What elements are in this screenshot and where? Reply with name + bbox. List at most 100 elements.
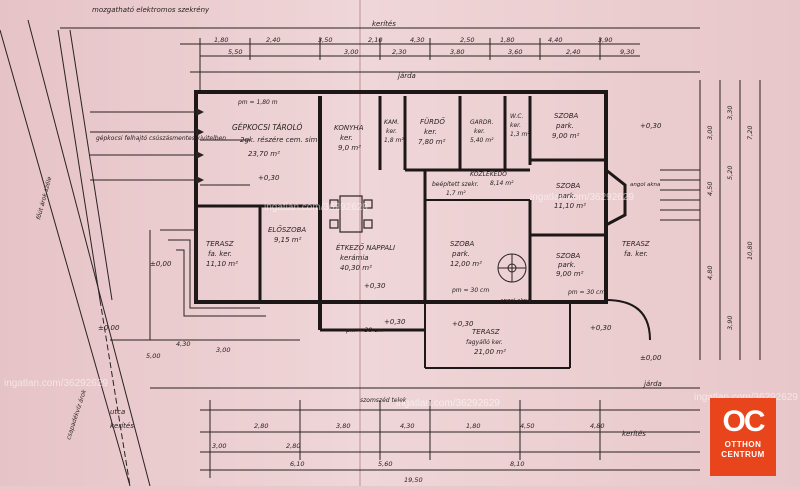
elev-living: +0,30: [364, 282, 386, 290]
plan-labels: mozgatható elektromos szekrény kerítés j…: [35, 6, 662, 441]
room-terrace3-desc: fagyálló ker.: [466, 339, 503, 346]
room-terrace3-name: TERASZ: [472, 328, 500, 336]
dim-top: 2,50: [460, 36, 474, 44]
top-dimension-lines: [60, 27, 700, 90]
dim-top: 2,10: [368, 36, 382, 44]
room-entry-area: 9,15 m²: [274, 236, 302, 244]
elev-right: +0,30: [640, 122, 662, 130]
dim-top: 1,80: [214, 36, 228, 44]
garage-arrowheads: [196, 108, 204, 184]
dim-top2: 3,00: [344, 48, 358, 56]
room-hall-area: 8,14 m²: [490, 180, 514, 187]
left-dimensions: 5,00 3,00 4,30: [146, 340, 230, 360]
dim-top: 3,50: [318, 36, 332, 44]
bottom-dimension-lines: [150, 387, 700, 478]
elev-house: +0,30: [452, 320, 474, 328]
note-pm3: pm = 30 cm: [451, 287, 489, 294]
dim-bottom: 1,80: [466, 422, 480, 430]
walls: [194, 90, 651, 369]
label-street-top: járda: [397, 72, 416, 80]
elev-bottom-right: +0,30: [590, 324, 612, 332]
dim-bottom: 2,80: [254, 422, 268, 430]
label-ditch2: csapadékvíz árok: [65, 388, 88, 440]
dim-bottom: 4,30: [400, 422, 414, 430]
elev-step: ±0,00: [640, 354, 662, 362]
room-wardrobe-desc: ker.: [474, 128, 485, 135]
logo-mark: OC: [722, 405, 766, 438]
room-garage-desc: 2gk. részére cem. sim.: [240, 136, 320, 144]
dim-right: 4,50: [706, 182, 714, 196]
watermark: ingatlan.com/36292629: [694, 392, 798, 403]
room-pantry-desc: ker.: [386, 128, 397, 135]
dim-bottom: 4,80: [590, 422, 604, 430]
room-3-name: SZOBA: [450, 240, 475, 248]
room-wc-desc: ker.: [510, 122, 521, 129]
room-terrace1-area: 11,10 m²: [206, 260, 238, 268]
room-closet-area: 1,7 m²: [446, 190, 466, 197]
room-terrace3-area: 21,00 m²: [474, 348, 506, 356]
bottom-dimensions: 2,80 3,80 4,30 1,80 4,50 4,80 3,00 2,80 …: [212, 422, 604, 484]
right-stairs: [660, 169, 700, 221]
room-wc-area: 1,3 m²: [510, 131, 530, 138]
garage-arrows: [90, 111, 250, 186]
room-4-name: SZOBA: [556, 252, 581, 260]
note-pm1: pm = 1,80 m: [237, 99, 278, 106]
dim-right: 3,00: [706, 126, 714, 140]
watermark: ingatlan.com/36292629: [4, 378, 108, 389]
elev-terrace-bottom: +0,30: [384, 318, 406, 326]
room-1-desc: park.: [555, 122, 574, 130]
label-ditch: főút árok széle: [35, 176, 53, 221]
right-dimensions: 3,00 4,50 5,20 10,80 3,30 4,80 3,90 7,20: [706, 106, 754, 330]
spiral-stair: [497, 253, 527, 283]
label-elec-box: mozgatható elektromos szekrény: [92, 6, 210, 14]
dim-bottom2: 2,80: [286, 442, 300, 450]
dim-bottom2: 5,60: [378, 460, 392, 468]
dim-top2: 2,40: [566, 48, 580, 56]
room-terrace2-desc: fa. ker.: [624, 250, 648, 258]
room-pantry-name: KAM.: [384, 119, 399, 126]
dim-bottom2: 6,10: [290, 460, 304, 468]
room-kitchen-area: 9,0 m²: [338, 144, 361, 152]
room-kitchen-name: KONYHA: [334, 124, 364, 132]
dim-bottom: 3,80: [336, 422, 350, 430]
room-terrace1-name: TERASZ: [206, 240, 234, 248]
note-pm4: pm = 30 cm: [567, 289, 605, 296]
label-fence-bottom: kerítés: [622, 430, 646, 438]
elev-garage: +0,30: [258, 174, 280, 182]
label-gate: gépkocsi felhajtó csúszásmentes kivitelb…: [96, 135, 226, 142]
room-hall-name: KÖZLEKEDŐ: [470, 171, 507, 178]
dim-top: 2,40: [266, 36, 280, 44]
room-4-area: 9,00 m²: [556, 270, 584, 278]
room-1-area: 9,00 m²: [552, 132, 580, 140]
dining-table: [329, 195, 373, 233]
room-2-desc: park.: [557, 192, 576, 200]
dim-right: 3,30: [726, 106, 734, 120]
dim-left: 4,30: [176, 340, 190, 348]
room-kitchen-desc: ker.: [340, 134, 353, 142]
dim-top2: 9,30: [620, 48, 634, 56]
label-sidewalk: járda: [643, 380, 662, 388]
dim-top: 4,40: [548, 36, 562, 44]
room-2-area: 11,10 m²: [554, 202, 586, 210]
room-bath-name: FÜRDŐ: [420, 117, 445, 126]
otthon-centrum-logo: OC OTTHON CENTRUM: [710, 398, 776, 476]
watermark: ingatlan.com/36292629: [264, 202, 368, 213]
room-living-area: 40,30 m²: [340, 264, 372, 272]
room-garage-name: GÉPKOCSI TÁROLÓ: [232, 123, 303, 132]
label-neighbor: szomszéd telek: [360, 397, 407, 404]
watermark: ingatlan.com/36292629: [530, 192, 634, 203]
dim-top: 4,30: [410, 36, 424, 44]
note-angle: angol akna: [630, 182, 661, 188]
dim-right: 3,90: [726, 316, 734, 330]
label-fence-left: kerítés: [110, 422, 134, 430]
dim-top: 1,80: [500, 36, 514, 44]
room-living-name: ÉTKEZŐ NAPPALI: [336, 243, 395, 252]
elev-terrace-left2: ±0,00: [98, 324, 120, 332]
dim-top2: 5,50: [228, 48, 242, 56]
room-bath-desc: ker.: [424, 128, 437, 136]
room-garage-area: 23,70 m²: [248, 150, 280, 158]
dim-top2: 3,60: [508, 48, 522, 56]
room-terrace2-name: TERASZ: [622, 240, 650, 248]
label-street-left: utca: [110, 408, 125, 416]
